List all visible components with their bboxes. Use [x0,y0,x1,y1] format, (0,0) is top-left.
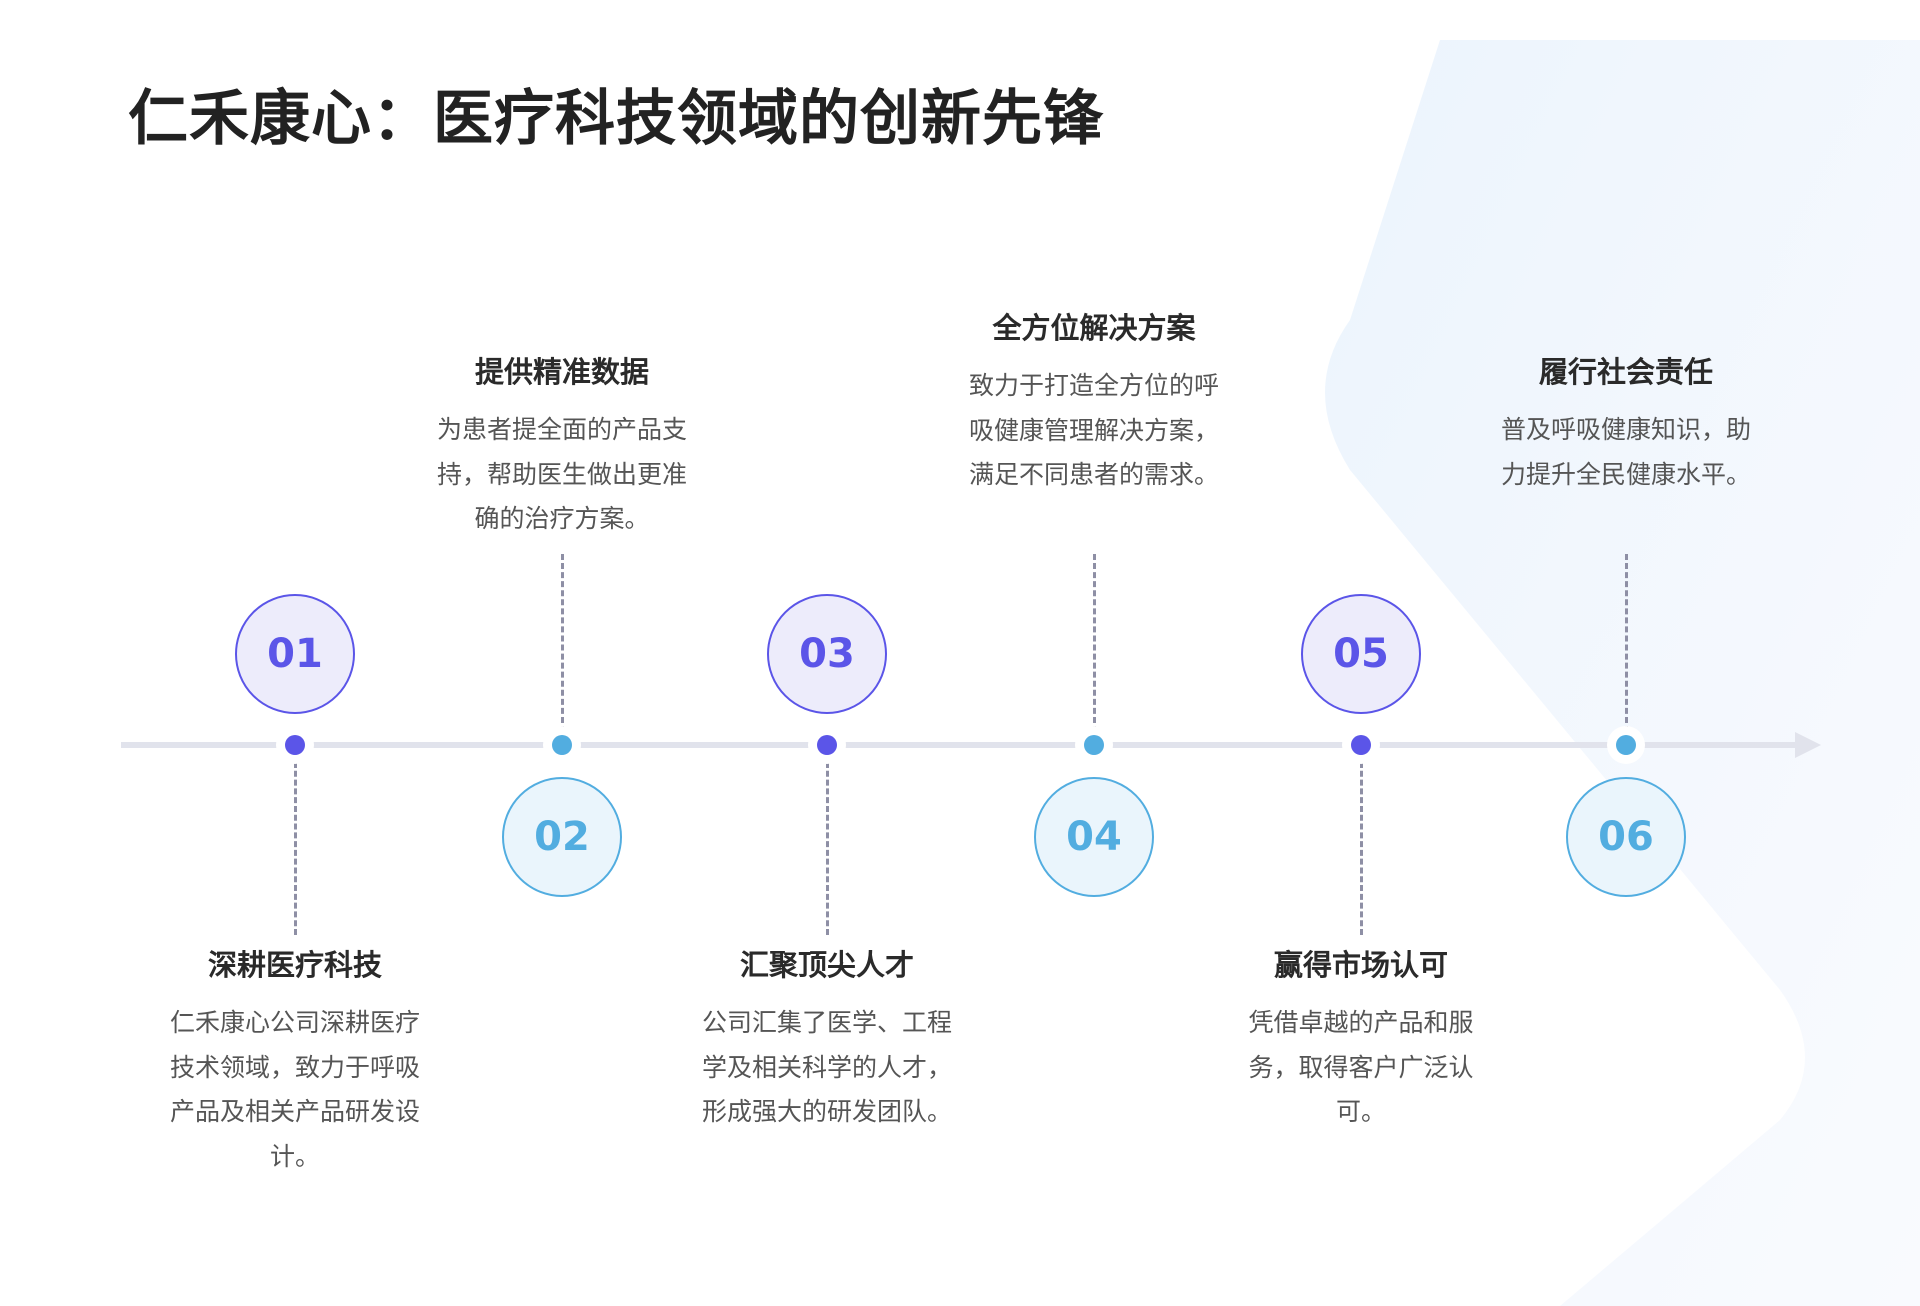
step-number-badge: 01 [235,594,355,714]
step-heading: 提供精准数据 [474,355,649,389]
step-description: 为患者提全面的产品支持，帮助医生做出更准确的治疗方案。 [436,415,687,534]
step-description: 凭借卓越的产品和服务，取得客户广泛认可。 [1248,1008,1474,1127]
step-heading: 赢得市场认可 [1273,948,1448,982]
timeline-dot [1351,735,1371,755]
timeline-axis [121,742,1811,748]
step-description: 公司汇集了医学、工程学及相关科学的人才，形成强大的研发团队。 [701,1008,952,1127]
step-number-badge: 05 [1301,594,1421,714]
connector-dashed-line [1360,762,1363,935]
timeline-dot [1084,735,1104,755]
connector-dashed-line [1625,554,1628,732]
step-text-block: 深耕医疗科技仁禾康心公司深耕医疗技术领域，致力于呼吸产品及相关产品研发设计。 [160,945,430,1179]
step-text-block: 汇聚顶尖人才公司汇集了医学、工程学及相关科学的人才，形成强大的研发团队。 [692,945,962,1135]
step-heading: 全方位解决方案 [992,311,1196,345]
step-heading: 汇聚顶尖人才 [739,948,914,982]
connector-dashed-line [294,762,297,935]
step-description: 致力于打造全方位的呼吸健康管理解决方案，满足不同患者的需求。 [968,371,1219,490]
step-text-block: 全方位解决方案致力于打造全方位的呼吸健康管理解决方案，满足不同患者的需求。 [959,308,1229,498]
step-text-block: 赢得市场认可凭借卓越的产品和服务，取得客户广泛认可。 [1226,945,1496,1135]
timeline-dot [285,735,305,755]
step-heading: 深耕医疗科技 [207,948,382,982]
page-title: 仁禾康心：医疗科技领域的创新先锋 [128,84,1104,154]
step-description: 普及呼吸健康知识，助力提升全民健康水平。 [1500,415,1751,489]
step-number-badge: 03 [767,594,887,714]
timeline-dot [552,735,572,755]
step-number-badge: 04 [1034,777,1154,897]
connector-dashed-line [561,554,564,732]
step-number-badge: 02 [502,777,622,897]
connector-dashed-line [826,762,829,935]
step-number-badge: 06 [1566,777,1686,897]
step-heading: 履行社会责任 [1538,355,1713,389]
timeline-dot [817,735,837,755]
step-text-block: 履行社会责任普及呼吸健康知识，助力提升全民健康水平。 [1491,352,1761,497]
timeline-dot [1616,735,1636,755]
step-description: 仁禾康心公司深耕医疗技术领域，致力于呼吸产品及相关产品研发设计。 [169,1008,420,1171]
step-text-block: 提供精准数据为患者提全面的产品支持，帮助医生做出更准确的治疗方案。 [427,352,697,542]
connector-dashed-line [1093,554,1096,732]
timeline-arrow-icon [1795,732,1821,758]
